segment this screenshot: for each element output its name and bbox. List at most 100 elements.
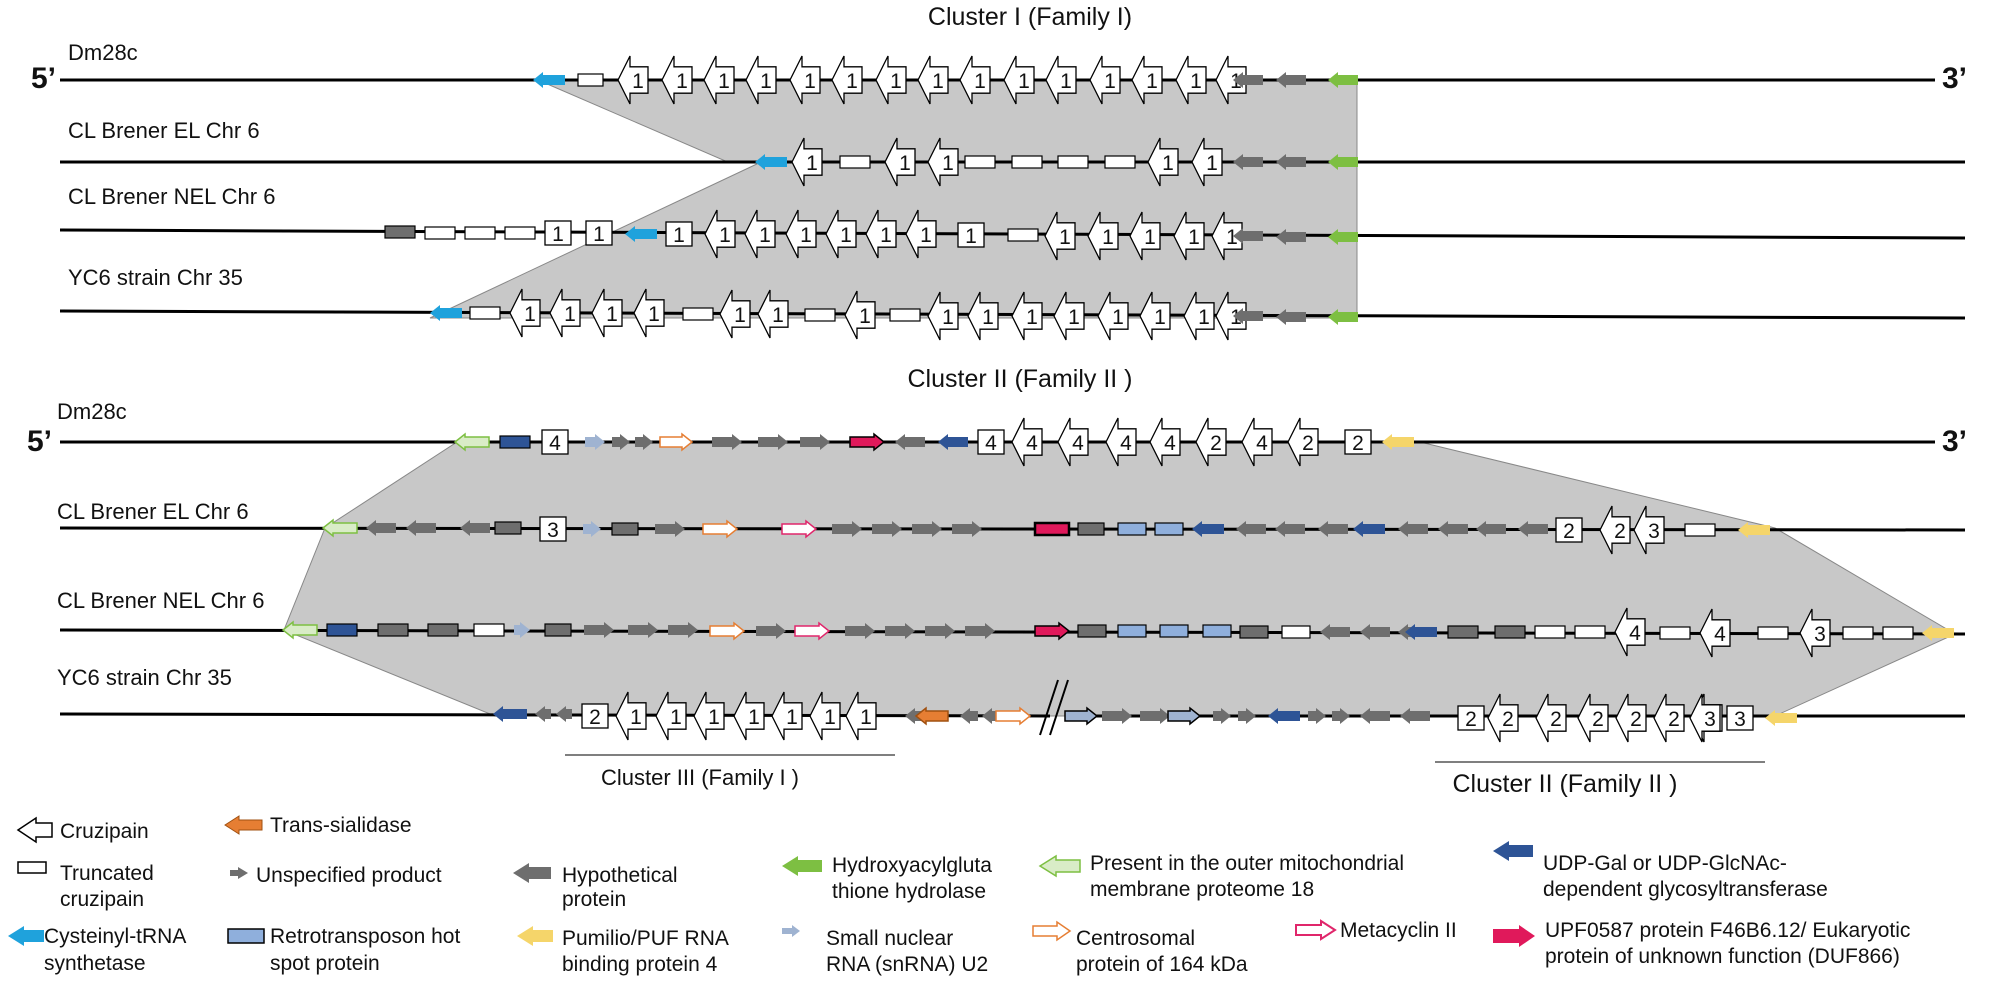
truncated-cruzipain-gene xyxy=(1659,626,1691,640)
truncated-cruzipain-gene xyxy=(1007,228,1039,242)
gene-number-label: 4 xyxy=(1714,623,1726,646)
legend-label: protein of unknown function (DUF866) xyxy=(1545,945,1900,968)
udp-gal-gene xyxy=(1353,521,1385,537)
legend-label: spot protein xyxy=(270,952,380,975)
hypothetical-gene xyxy=(1077,624,1107,638)
cruzipain-gene xyxy=(785,209,817,259)
gene-number-label: 1 xyxy=(1144,226,1156,249)
hypothetical-gene xyxy=(1233,308,1263,324)
cysteinyl-trna-gene xyxy=(625,226,657,242)
truncated-cruzipain-gene xyxy=(1757,626,1789,640)
hypothetical-gene xyxy=(800,434,830,450)
hypothetical-gene xyxy=(460,520,490,536)
cruzipain-gene xyxy=(1614,607,1646,657)
gene-number-label: 1 xyxy=(1018,70,1030,93)
cruzipain-gene xyxy=(905,209,937,259)
hypothetical-gene xyxy=(1275,521,1305,537)
legend-label: Trans-sialidase xyxy=(270,814,412,837)
cysteinyl-trna-icon xyxy=(8,926,44,946)
track-label-bottom-clb-nel: CL Brener NEL Chr 6 xyxy=(57,588,264,613)
hypothetical-gene xyxy=(1276,154,1306,170)
cruzipain-gene xyxy=(693,691,725,741)
legend-label: Truncated xyxy=(60,862,154,885)
retrotransposon-gene xyxy=(1154,522,1184,536)
gene-number-label: 4 xyxy=(1120,432,1132,455)
numbered-gene-box xyxy=(1555,517,1583,543)
cruzipain-gene xyxy=(1045,55,1077,105)
gene-number-label: 1 xyxy=(719,224,731,247)
cruzipain-gene xyxy=(927,137,959,187)
retrotransposon-gene xyxy=(1159,624,1189,638)
cruzipain-gene xyxy=(1105,417,1137,467)
hypothetical-gene xyxy=(1276,229,1306,245)
udp-gal-gene xyxy=(1268,708,1300,724)
cruzipain-gene xyxy=(617,55,649,105)
unspecified-gene xyxy=(960,708,978,724)
gene-number-label: 3 xyxy=(1734,708,1746,731)
gene-number-label: 3 xyxy=(547,519,559,542)
legend-label: Retrotransposon hot xyxy=(270,925,460,948)
gene-number-label: 1 xyxy=(1154,306,1166,329)
cluster2-bottom-title: Cluster II (Family II ) xyxy=(1452,770,1677,798)
cruzipain-gene xyxy=(733,691,765,741)
gene-number-label: 4 xyxy=(549,432,561,455)
cruzipain-gene xyxy=(1287,417,1319,467)
cruzipain-gene xyxy=(744,209,776,259)
cruzipain-gene xyxy=(509,288,541,338)
gene-number-label: 1 xyxy=(632,70,644,93)
metacyclin-icon xyxy=(1295,919,1337,941)
legend-label: Cysteinyl-tRNA xyxy=(44,925,186,948)
gene-number-label: 1 xyxy=(840,224,852,247)
truncated-cruzipain-gene xyxy=(1057,155,1089,169)
gene-number-label: 1 xyxy=(552,223,564,246)
snrna-u2-gene xyxy=(583,521,601,537)
upf0587-icon xyxy=(1493,925,1535,947)
gene-number-label: 1 xyxy=(564,303,576,326)
cruzipain-gene xyxy=(1131,55,1163,105)
unspecified-product-icon xyxy=(230,867,248,879)
truncated-cruzipain-gene xyxy=(464,226,496,240)
hypothetical-gene xyxy=(712,434,742,450)
legend-label: protein of 164 kDa xyxy=(1076,953,1248,976)
cruzipain-gene xyxy=(719,289,751,339)
retrotransposon-gene xyxy=(1117,522,1147,536)
hypothetical-gene xyxy=(1518,521,1548,537)
truncated-cruzipain-gene xyxy=(1842,626,1874,640)
legend-label: Hydroxyacylgluta xyxy=(832,854,992,877)
cluster2-title: Cluster II (Family II ) xyxy=(907,365,1132,393)
gene-number-label: 4 xyxy=(1072,432,1084,455)
cruzipain-gene xyxy=(591,288,623,338)
snrna-u2-gene xyxy=(1064,706,1099,726)
unspecified-gene xyxy=(1238,708,1256,724)
truncated-cruzipain-gene xyxy=(1011,155,1043,169)
cruzipain-gene xyxy=(845,691,877,741)
outer-mitochondrial-icon xyxy=(1038,854,1081,878)
gene-number-label: 4 xyxy=(1164,432,1176,455)
legend-label: protein xyxy=(562,888,626,911)
cruzipain-gene xyxy=(1191,137,1223,187)
gene-number-label: 4 xyxy=(1256,432,1268,455)
gene-number-label: 1 xyxy=(846,70,858,93)
hypothetical-gene xyxy=(1320,624,1350,640)
cruzipain-gene xyxy=(549,288,581,338)
legend-label: Metacyclin II xyxy=(1340,919,1457,942)
upf0587-gene xyxy=(1034,621,1071,641)
gene-number-label: 1 xyxy=(786,706,798,729)
hypothetical-gene xyxy=(1494,625,1526,639)
cruzipain-gene xyxy=(967,291,999,341)
truncated-cruzipain-gene xyxy=(1534,625,1566,639)
cysteinyl-trna-gene xyxy=(430,305,462,321)
snrna-u2-gene xyxy=(585,434,605,450)
hypothetical-gene xyxy=(1438,521,1468,537)
udp-gal-gene xyxy=(326,623,358,637)
hypothetical-gene xyxy=(1233,154,1263,170)
track-label-top-dm28c: Dm28c xyxy=(68,40,138,65)
legend-label: synthetase xyxy=(44,952,146,975)
cruzipain-gene xyxy=(825,209,857,259)
cruzipain-gene xyxy=(1053,291,1085,341)
three-prime-label-top: 3’ xyxy=(1942,62,1967,95)
hypothetical-gene xyxy=(1360,624,1390,640)
unspecified-gene xyxy=(1308,708,1326,724)
cruzipain-gene xyxy=(1057,417,1089,467)
